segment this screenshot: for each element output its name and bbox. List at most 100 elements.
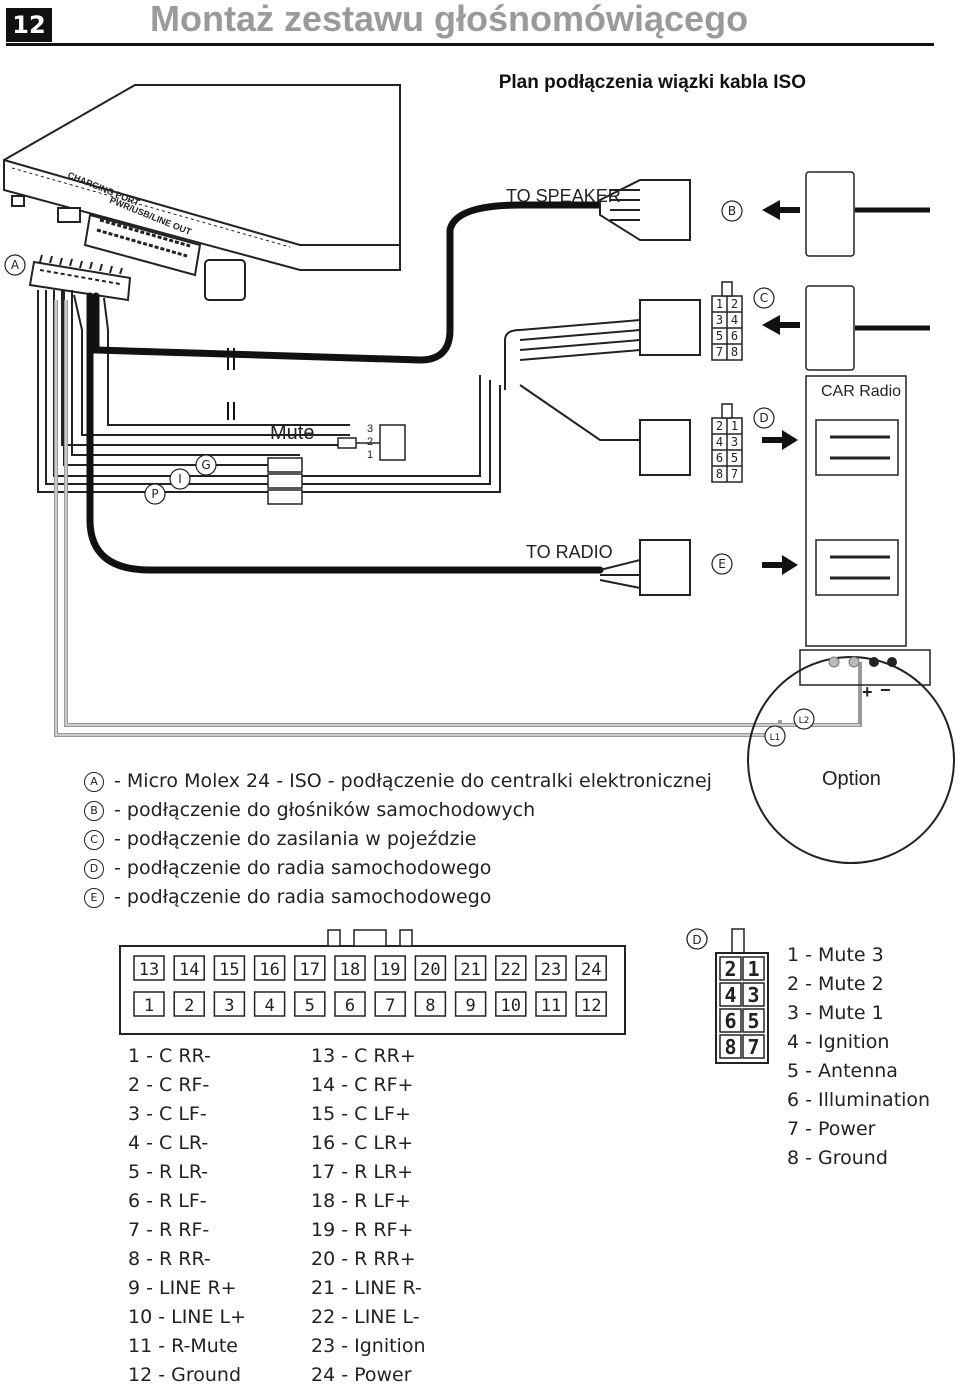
molex-pin-label: 1 <box>144 996 154 1016</box>
speaker-harness <box>504 179 701 390</box>
iso-pin-label: 6 <box>716 451 723 465</box>
thick-wires-right <box>855 207 930 331</box>
pinout-item: 15 - C LF+ <box>311 1103 411 1125</box>
minus-sign: − <box>880 680 891 700</box>
molex-pin-label: 23 <box>541 960 561 980</box>
diagram-circle-label: E <box>718 557 726 571</box>
cable-breaks <box>227 348 235 420</box>
connector-d-pin-label: 8 <box>724 1035 736 1059</box>
molex-pin-label: 2 <box>184 996 194 1016</box>
pinout-item: 19 - R RF+ <box>311 1219 414 1241</box>
plus-sign: + <box>862 682 873 702</box>
connector-d-pin-cell <box>742 982 765 1007</box>
pinout-item: 22 - LINE L- <box>311 1306 420 1328</box>
molex-pin-cell <box>374 991 406 1017</box>
page-number: 12 <box>6 8 52 42</box>
page-title: Montaż zestawu głośnomówiącego <box>150 0 749 39</box>
pinout-item: 14 - C RF+ <box>311 1074 414 1096</box>
iso-pin-label: 7 <box>731 467 738 481</box>
function-item: 7 - Power <box>787 1118 876 1140</box>
pinout-item: 21 - LINE R- <box>311 1277 422 1299</box>
car-radio-panel <box>799 375 931 686</box>
pinout-item: 11 - R-Mute <box>128 1335 238 1357</box>
connector-d-pin-cell <box>742 1008 765 1033</box>
molex-pin-cell <box>133 991 165 1017</box>
mute-plug <box>337 424 406 461</box>
speaker-c-sockets <box>805 171 855 371</box>
connector-d-functions: 1 - Mute 3 2 - Mute 2 3 - Mute 1 4 - Ign… <box>787 941 930 1173</box>
iso-pin-label: 1 <box>716 297 723 311</box>
molex-pin-label: 5 <box>305 996 315 1016</box>
pinout-item: 20 - R RR+ <box>311 1248 416 1270</box>
connector-d-pin-cell <box>742 956 765 981</box>
iso-pin-label: 3 <box>716 313 723 327</box>
option-circle <box>747 656 955 864</box>
molex-pin-cell <box>213 991 246 1017</box>
connector-a-plug <box>28 254 132 302</box>
connector-d-pin-label: 4 <box>724 983 736 1007</box>
connector-d-pin-label: 6 <box>724 1009 736 1033</box>
connector-d-pin-label: 1 <box>747 957 759 981</box>
molex-pin-label: 6 <box>345 996 355 1016</box>
grey-wires <box>54 300 862 737</box>
connector-d-pin-cell <box>719 1034 742 1059</box>
function-item: 6 - Illumination <box>787 1089 931 1111</box>
legend-item-a: A- Micro Molex 24 - ISO - podłączenie do… <box>84 770 712 792</box>
molex-pin-label: 21 <box>460 960 480 980</box>
molex-pin-cell <box>253 991 286 1017</box>
iso-c-pinout <box>711 281 743 361</box>
pinout-item: 3 - C LF- <box>128 1103 207 1125</box>
molex-pin-cell <box>495 955 527 981</box>
molex-pin-label: 16 <box>259 960 279 980</box>
legend-item-c: C- podłączenie do zasilania w pojeździe <box>84 828 477 850</box>
iso-pin-label: 6 <box>731 329 738 343</box>
molex-pin-cell <box>294 955 326 981</box>
molex-pin-cell <box>374 955 406 981</box>
molex-pin-cell <box>454 955 487 981</box>
iso-pin-label: 3 <box>731 435 738 449</box>
molex-pin-cell <box>414 991 447 1017</box>
diagram-circle-label: P <box>151 487 158 501</box>
to-radio-label: TO RADIO <box>526 542 613 562</box>
molex-pin-cell <box>253 955 286 981</box>
molex-pin-cell <box>454 991 487 1017</box>
legend-item-e: E- podłączenie do radia samochodowego <box>84 886 491 908</box>
diagram-circle-label: I <box>178 472 182 486</box>
option-label: Option <box>822 768 881 790</box>
iso-pin-label: 1 <box>731 419 738 433</box>
molex-pin-cell <box>173 991 205 1017</box>
function-item: 1 - Mute 3 <box>787 944 884 966</box>
diagram-title: Plan podłączenia wiązki kabla ISO <box>498 72 806 93</box>
molex-pin-cell <box>535 955 567 981</box>
iso-pin-label: 8 <box>731 345 738 359</box>
pinout-item: 16 - C LR+ <box>311 1132 414 1154</box>
radio-harness <box>519 384 691 596</box>
molex-pin-cell <box>535 991 567 1017</box>
pinout-item: 23 - Ignition <box>311 1335 426 1357</box>
connector-d-pin-label: 5 <box>747 1009 759 1033</box>
molex-pin-cell <box>334 955 366 981</box>
molex-pin-cell <box>575 955 607 981</box>
molex-pin-cell <box>495 991 527 1017</box>
function-item: 3 - Mute 1 <box>787 1002 884 1024</box>
pinout-item: 10 - LINE L+ <box>128 1306 247 1328</box>
pinout-right-list: 13 - C RR+ 14 - C RF+ 15 - C LF+ 16 - C … <box>311 1042 426 1390</box>
molex-pin-cell <box>294 991 326 1017</box>
molex-pin-label: 7 <box>385 996 395 1016</box>
diagram-circle-label: D <box>759 411 768 425</box>
molex-pin-label: 9 <box>465 996 475 1016</box>
molex-pin-cell <box>173 955 205 981</box>
molex-pin-label: 17 <box>300 960 320 980</box>
title-rule <box>6 43 934 46</box>
diagram-circle-label: C <box>760 291 768 305</box>
molex-pin-label: 24 <box>581 960 601 980</box>
iso-pin-label: 5 <box>731 451 738 465</box>
molex-pin-cell <box>575 991 607 1017</box>
pinout-item: 2 - C RF- <box>128 1074 210 1096</box>
legend-item-b: B- podłączenie do głośników samochodowyc… <box>84 799 535 821</box>
iso-pin-label: 5 <box>716 329 723 343</box>
pinout-left-list: 1 - C RR- 2 - C RF- 3 - C LF- 4 - C LR- … <box>128 1042 246 1390</box>
connector-d-pin-cell <box>742 1034 765 1059</box>
iso-pin-label: 4 <box>716 435 723 449</box>
